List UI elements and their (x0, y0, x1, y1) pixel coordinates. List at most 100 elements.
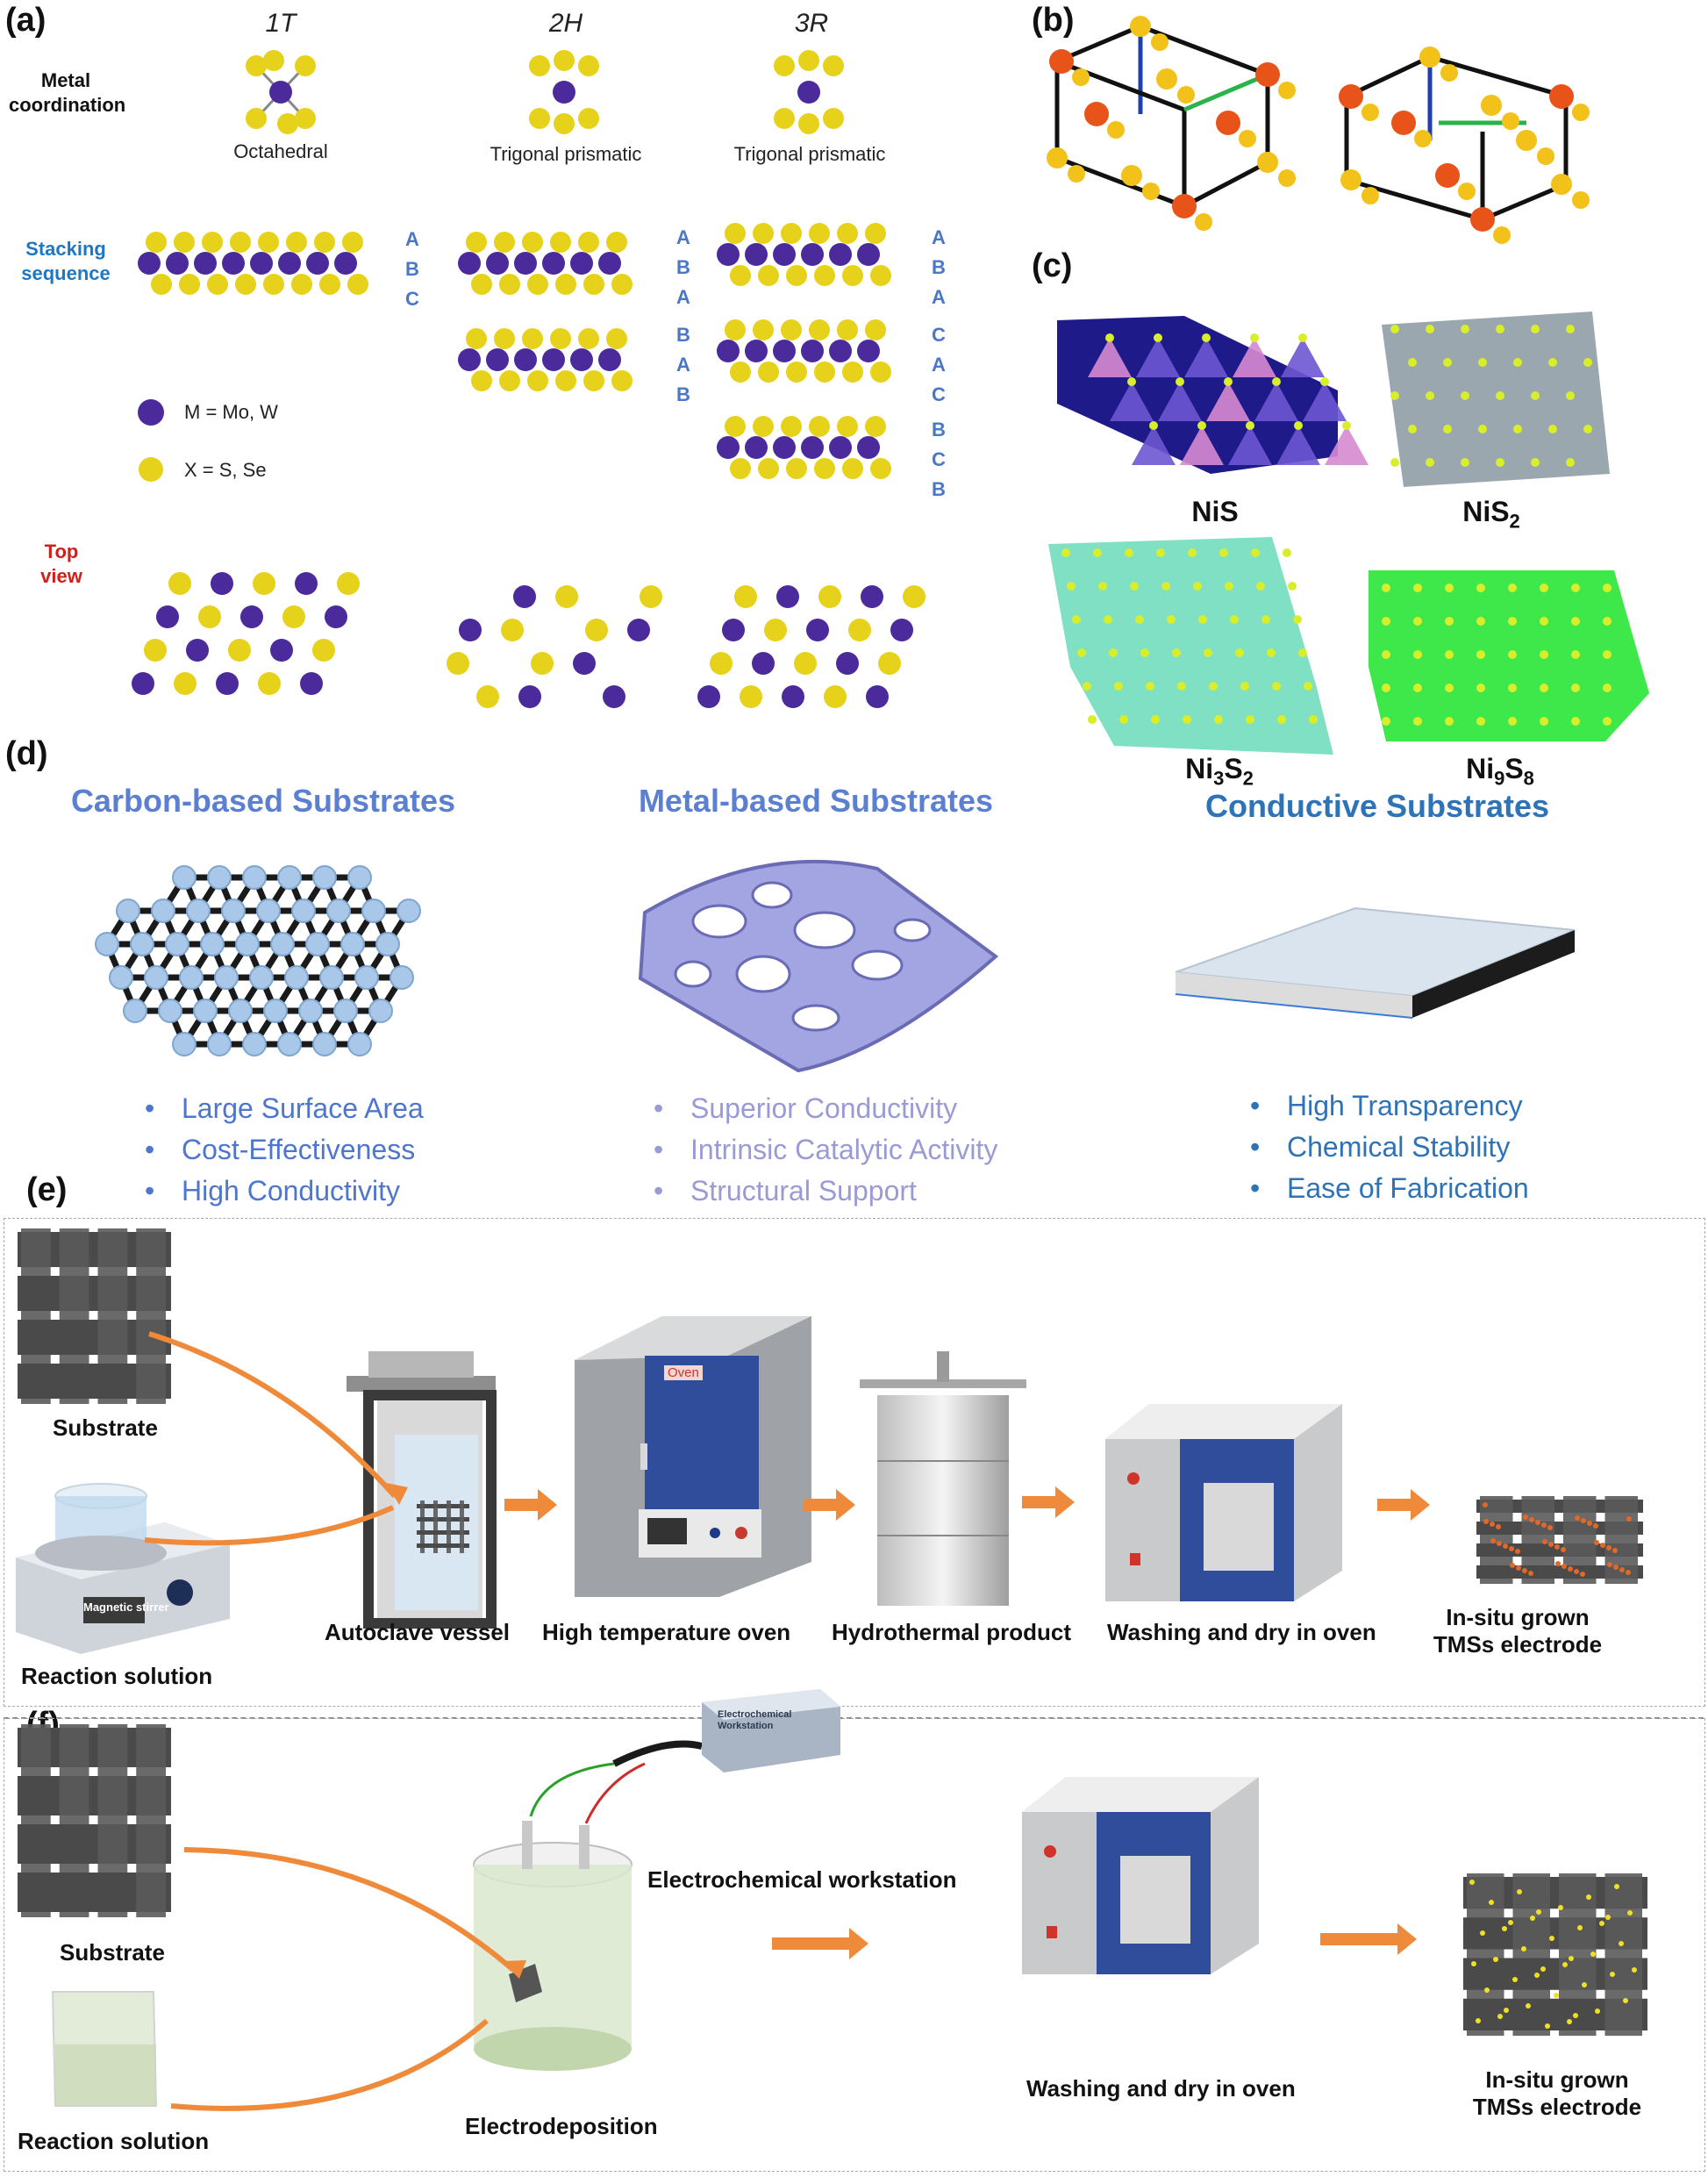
sulfur-atom (1440, 64, 1458, 82)
metal-atom (697, 685, 720, 708)
metal-atom (222, 252, 245, 275)
chalcogen-atom (848, 619, 871, 641)
carbon-atom (326, 899, 351, 923)
particle-dot (1483, 1502, 1488, 1507)
chalcogen-atom (837, 319, 858, 340)
sulfur-atom (1445, 617, 1454, 626)
chalcogen-atom (555, 370, 576, 391)
metal-atom (745, 340, 768, 362)
chalcogen-atom (476, 685, 499, 708)
sulfur-atom (1109, 648, 1118, 657)
sulfur-atom (1531, 391, 1540, 400)
label-electrochemical-workstation: Electrochemical workstation (647, 1866, 957, 1893)
metal-atom (598, 348, 621, 371)
particle-dot (1599, 1921, 1604, 1926)
panel-e-frame (4, 1218, 1705, 1707)
particle-dot (1595, 2009, 1600, 2014)
particle-dot (1509, 1546, 1514, 1551)
oven-top (1022, 1777, 1259, 1812)
process-arrow-head (1397, 1923, 1417, 1955)
process-arrow-shaft (1022, 1496, 1055, 1508)
process-arrows (504, 1486, 1430, 1521)
chalcogen-atom (878, 652, 901, 675)
carbon-atom (319, 965, 344, 990)
carbon-atom (158, 999, 182, 1023)
sulfur-atom (1508, 584, 1517, 592)
particle-dot (1607, 1562, 1612, 1567)
oven-window (1120, 1856, 1190, 1944)
weave-strip (447, 1500, 451, 1553)
particle-dot (1575, 1515, 1580, 1521)
chalcogen-atom (842, 458, 863, 479)
tms-electrode-icon-f (1463, 1873, 1647, 2036)
carbon-atom (242, 865, 267, 890)
sulfur-atom (1098, 582, 1107, 591)
sulfur-atom (1571, 617, 1580, 626)
carbon-atom (340, 932, 365, 956)
row-header-metal-coordination: Metal coordination (9, 69, 126, 116)
sulfur-atom (1571, 684, 1580, 692)
conductive-benefit-item: •High Transparency (1250, 1090, 1523, 1121)
sulfur-atom (1246, 421, 1254, 430)
metal-atom (861, 585, 883, 608)
sulfur-atom (1121, 165, 1142, 186)
chalcogen-atom (347, 274, 368, 295)
chalcogen-atom (640, 585, 662, 608)
sulfur-atom (1496, 391, 1504, 400)
particle-dot (1526, 2003, 1531, 2009)
particle-dot (1489, 1900, 1494, 1905)
process-arrow-shaft (772, 1937, 849, 1950)
weave-strip (433, 1500, 438, 1553)
foam-pore (893, 918, 932, 942)
label-high-temperature-oven: High temperature oven (542, 1619, 791, 1645)
metal-atom (250, 252, 273, 275)
sulfur-atom (1461, 391, 1469, 400)
chalcogen-atom (740, 685, 762, 708)
curved-arrow-solution-f (170, 2018, 489, 2111)
weave-strip (136, 1228, 166, 1404)
chalcogen-atom (764, 619, 787, 641)
metal-atom (776, 585, 799, 608)
sulfur-atom (1382, 650, 1390, 659)
sulfur-atom (1508, 717, 1517, 726)
label-hydrothermal-product: Hydrothermal product (832, 1619, 1072, 1645)
particle-dot (1496, 1524, 1501, 1529)
chalcogen-atom (494, 328, 515, 349)
sulfur-atom (1382, 684, 1390, 692)
nickel-atom (1049, 49, 1074, 74)
particle-dot (1582, 1982, 1587, 1987)
indicator-light (1127, 1472, 1140, 1485)
particle-dot (1535, 1520, 1540, 1525)
metal-atom (334, 252, 357, 275)
sulfur-atom (1224, 377, 1233, 386)
carbon-atom (200, 932, 225, 956)
sulfur-atom (1361, 187, 1379, 204)
metal-atom (717, 436, 740, 459)
particle-dot (1547, 1525, 1553, 1530)
particle-dot (1541, 1522, 1547, 1528)
sulfur-atom (1445, 584, 1454, 592)
sulfur-atom (1294, 421, 1303, 430)
sulfur-atom (1413, 684, 1422, 692)
carbon-atom (144, 965, 168, 990)
chalcogen-atom (471, 274, 492, 295)
sulfur-atom (1603, 617, 1612, 626)
chalcogen-atom (550, 328, 571, 349)
weave-strip (417, 1543, 469, 1548)
sulfur-atom (1571, 650, 1580, 659)
carbon-atom (249, 965, 274, 990)
carbon-atom (221, 899, 246, 923)
octahedron-face (1281, 338, 1325, 377)
nickel-atom (1255, 62, 1280, 87)
sulfur-atom (1540, 684, 1548, 692)
sulfur-atom (1583, 358, 1592, 367)
coordination-label-3r: Trigonal prismatic (733, 143, 886, 165)
sulfur-atom (1154, 333, 1162, 342)
octahedral-glyph (246, 50, 316, 134)
sulfur-atom (1230, 615, 1239, 624)
metal-benefit-item: •Superior Conductivity (654, 1092, 958, 1124)
particle-dot (1614, 1884, 1619, 1889)
sulfur-atom (1390, 458, 1399, 467)
